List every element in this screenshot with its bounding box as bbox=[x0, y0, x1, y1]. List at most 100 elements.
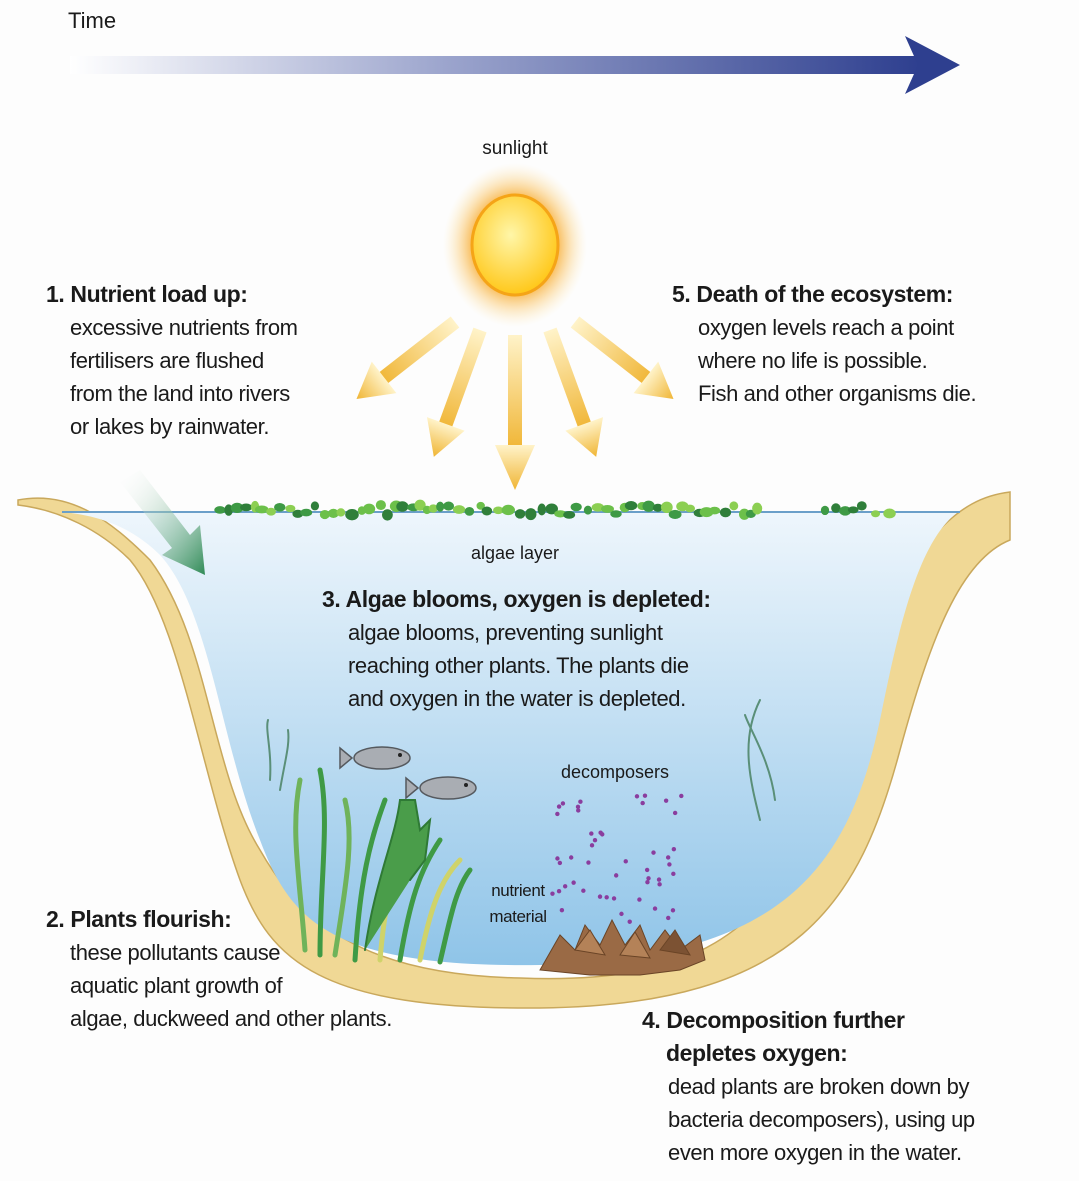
nutrient-material-label: nutrient material bbox=[489, 881, 547, 926]
decomposer-dot bbox=[666, 915, 671, 921]
decomposer-dot bbox=[634, 794, 640, 799]
algae-cell bbox=[820, 505, 830, 516]
algae-cell bbox=[685, 504, 696, 513]
algae-cell bbox=[336, 508, 346, 517]
algae-cell bbox=[537, 503, 547, 516]
algae-cell bbox=[230, 502, 244, 513]
decomposer-dot bbox=[667, 862, 672, 867]
algae-cell bbox=[514, 509, 526, 519]
step-2: 2. Plants flourish: these pollutants cau… bbox=[46, 903, 392, 1035]
algae-cell bbox=[624, 500, 638, 511]
decomposer-dot bbox=[663, 798, 669, 803]
algae-cell bbox=[224, 504, 233, 516]
step-4-title: 4. Decomposition further depletes oxygen… bbox=[642, 1007, 905, 1066]
decomposer-dot bbox=[637, 897, 642, 902]
algae-cell bbox=[660, 501, 673, 514]
algae-cell bbox=[300, 508, 313, 517]
decomposer-dot bbox=[651, 850, 656, 855]
decomposer-dot bbox=[576, 808, 581, 813]
decomposer-dot bbox=[560, 801, 566, 806]
algae-cell bbox=[570, 502, 582, 512]
algae-cell bbox=[363, 503, 376, 515]
algae-cell bbox=[493, 506, 504, 515]
step-3-body: algae blooms, preventing sunlight reachi… bbox=[348, 620, 689, 711]
dead-plant-material bbox=[539, 918, 706, 976]
algae-cell bbox=[752, 502, 763, 515]
decomposers-label: decomposers bbox=[561, 762, 669, 782]
step-1: 1. Nutrient load up: excessive nutrients… bbox=[46, 278, 298, 443]
decomposer-dot bbox=[555, 856, 560, 861]
decomposer-dot bbox=[671, 871, 676, 877]
decomposer-dot bbox=[589, 843, 595, 848]
algae-cell bbox=[266, 507, 276, 516]
decomposer-dot bbox=[657, 882, 662, 887]
decomposer-dot bbox=[671, 846, 677, 852]
decomposer-dot bbox=[550, 891, 555, 896]
decomposer-dot bbox=[592, 838, 598, 843]
decomposer-dot bbox=[645, 880, 650, 885]
decomposer-dot bbox=[627, 919, 632, 924]
algae-cell bbox=[382, 509, 393, 521]
algae-cell bbox=[375, 500, 386, 511]
time-label: Time bbox=[68, 8, 116, 33]
step-4-body: dead plants are broken down by bacteria … bbox=[668, 1074, 975, 1165]
decomposer-dot bbox=[568, 855, 574, 860]
decomposer-dot bbox=[640, 800, 645, 806]
algae-cell bbox=[652, 503, 663, 512]
step-3-title: 3. Algae blooms, oxygen is depleted: bbox=[322, 586, 711, 612]
algae-cell bbox=[481, 506, 493, 516]
decomposer-dot bbox=[611, 896, 617, 901]
step-1-title: 1. Nutrient load up: bbox=[46, 281, 248, 307]
decomposer-dot bbox=[623, 859, 628, 864]
algae-cell bbox=[285, 504, 296, 513]
decomposer-dot bbox=[670, 908, 676, 913]
algae-cell bbox=[525, 508, 537, 521]
step-2-body: these pollutants cause aquatic plant gro… bbox=[70, 940, 392, 1031]
algae-cell bbox=[708, 506, 721, 515]
decomposer-dot bbox=[557, 860, 563, 866]
algae-cell bbox=[856, 501, 867, 511]
algae-cell bbox=[591, 503, 605, 512]
time-arrow bbox=[70, 36, 960, 94]
step-5-body: oxygen levels reach a point where no lif… bbox=[698, 315, 977, 406]
algae-layer-label: algae layer bbox=[471, 543, 559, 563]
algae-cell bbox=[668, 509, 682, 519]
decomposer-dot bbox=[559, 907, 565, 913]
step-1-body: excessive nutrients from fertilisers are… bbox=[70, 315, 298, 439]
algae-cell bbox=[831, 503, 841, 513]
algae-cell bbox=[464, 506, 475, 516]
decomposer-dot bbox=[652, 906, 658, 911]
decomposer-dot bbox=[646, 876, 651, 881]
aquatic-plants bbox=[266, 699, 776, 965]
algae-cell bbox=[436, 501, 445, 512]
algae-cell bbox=[610, 510, 622, 518]
decomposer-dot bbox=[665, 855, 671, 860]
algae-cell bbox=[719, 507, 732, 518]
algae-cell bbox=[642, 500, 655, 512]
step-2-title: 2. Plants flourish: bbox=[46, 906, 232, 932]
fish-icon bbox=[339, 746, 477, 800]
step-5: 5. Death of the ecosystem: oxygen levels… bbox=[672, 278, 977, 410]
decomposer-dot bbox=[619, 911, 624, 917]
decomposer-dot bbox=[581, 888, 586, 893]
decomposer-dot bbox=[679, 793, 684, 799]
algae-cell bbox=[847, 506, 859, 514]
algae-cell bbox=[443, 501, 455, 511]
decomposer-dot bbox=[556, 889, 562, 894]
algae-cell bbox=[839, 506, 852, 516]
algae-cell bbox=[871, 510, 881, 518]
decomposer-dot bbox=[575, 804, 581, 810]
step-3: 3. Algae blooms, oxygen is depleted: alg… bbox=[322, 583, 711, 715]
algae-cell bbox=[254, 505, 269, 514]
algae-cell bbox=[545, 503, 558, 515]
algae-cell bbox=[563, 511, 576, 519]
decomposer-dot bbox=[604, 895, 609, 900]
decomposer-dot bbox=[644, 867, 650, 873]
decomposer-dot bbox=[598, 830, 603, 835]
decomposer-dot bbox=[586, 860, 591, 865]
decomposer-dot bbox=[672, 810, 678, 816]
algae-cell bbox=[214, 506, 226, 514]
algae-cell bbox=[452, 505, 466, 514]
algae-cell bbox=[883, 508, 896, 519]
